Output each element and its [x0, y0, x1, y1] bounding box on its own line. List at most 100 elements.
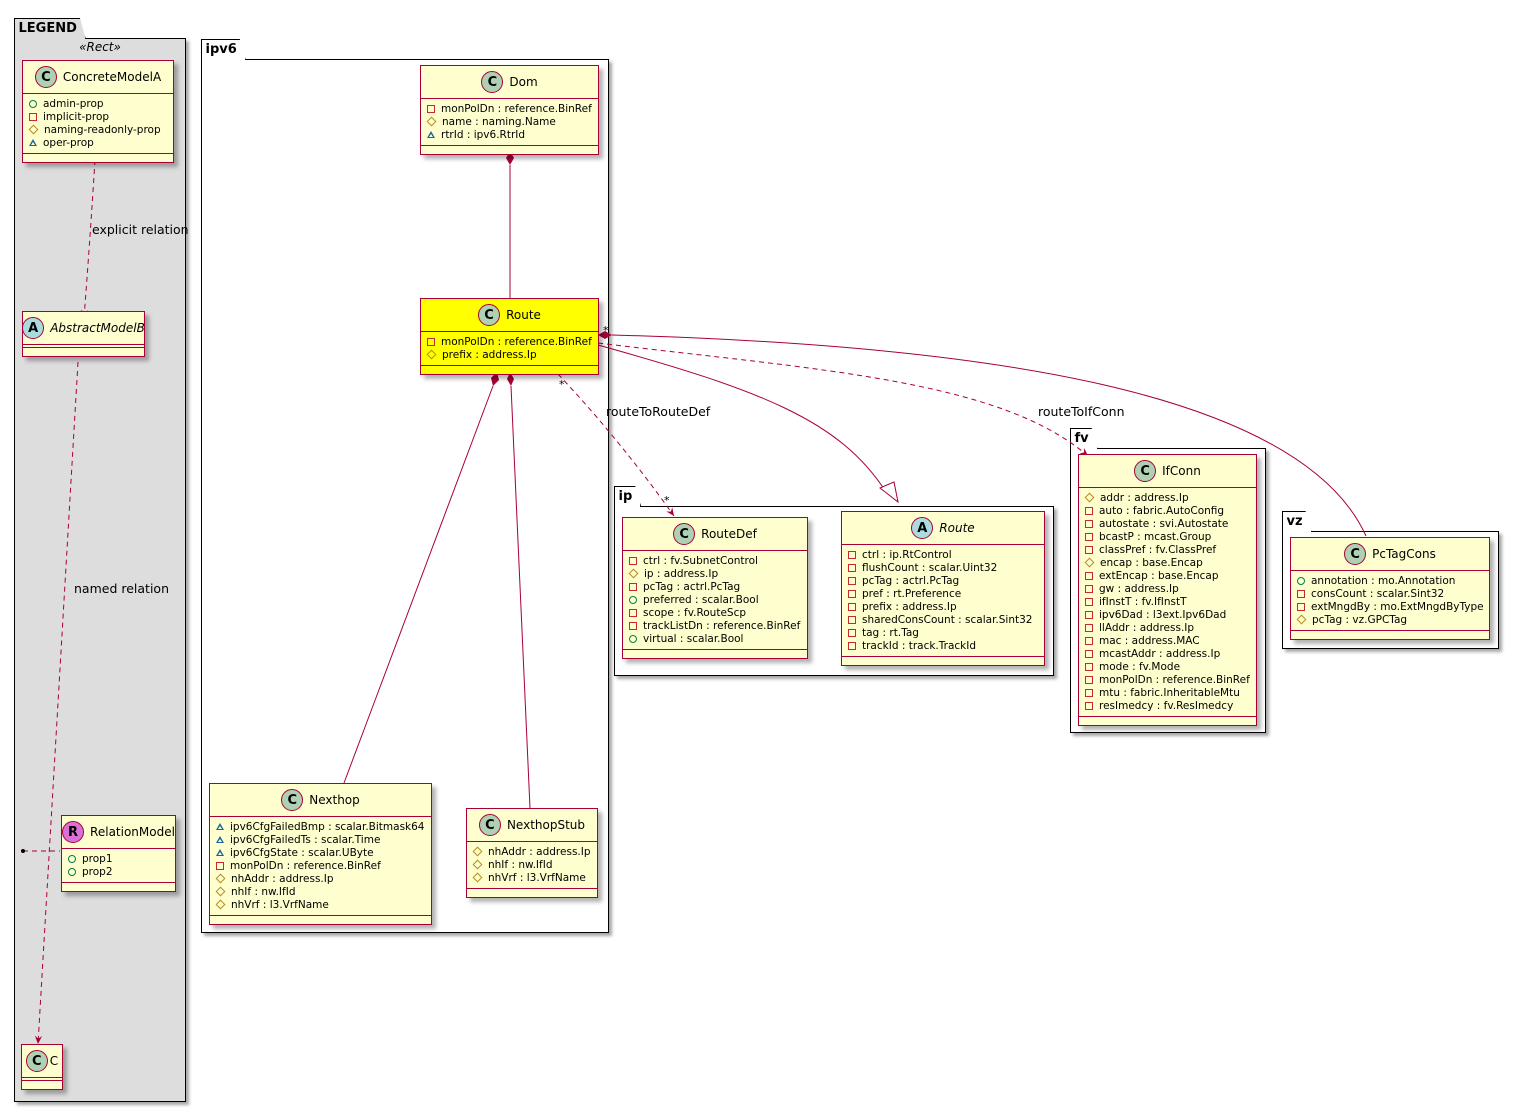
route-nexthop-composition: [343, 385, 494, 784]
package-visibility-icon: [427, 131, 435, 138]
private-visibility-icon: [1085, 571, 1093, 580]
private-visibility-icon: [848, 589, 856, 598]
private-visibility-icon: [427, 337, 435, 346]
attribute: virtual : scalar.Bool: [629, 632, 803, 645]
attribute: monPolDn : reference.BinRef: [427, 335, 594, 348]
attribute: pref : rt.Preference: [848, 587, 1040, 600]
methods-section: [623, 650, 807, 658]
attribute: name : naming.Name: [426, 115, 594, 128]
attribute: monPolDn : reference.BinRef: [427, 102, 594, 115]
attribute: naming-readonly-prop: [28, 123, 169, 136]
public-visibility-icon: [629, 634, 637, 643]
protected-visibility-icon: [1084, 557, 1095, 568]
legend-named-relation-label: named relation: [74, 581, 169, 596]
route-to-routedef-line: [557, 373, 675, 517]
class-name: ConcreteModelA: [62, 70, 162, 84]
class-name: AbstractModelB: [50, 321, 145, 335]
private-visibility-icon: [1085, 584, 1093, 593]
methods-section: [62, 883, 175, 891]
methods-section: [1291, 631, 1489, 639]
private-visibility-icon: [848, 602, 856, 611]
private-visibility-icon: [1297, 589, 1305, 598]
attribute: oper-prop: [29, 136, 169, 149]
attribute: addr : address.Ip: [1084, 491, 1252, 504]
class-icon: C: [478, 304, 501, 326]
attribute: flushCount : scalar.Uint32: [848, 561, 1040, 574]
methods-section: [421, 366, 598, 374]
attribute: auto : fabric.AutoConfig: [1085, 504, 1252, 517]
class-name: NexthopStub: [506, 818, 586, 832]
class-name: Nexthop: [309, 793, 360, 807]
private-visibility-icon: [848, 576, 856, 585]
attribute: ctrl : ip.RtControl: [848, 548, 1040, 561]
route-to-ifconn-line: [597, 342, 1089, 457]
public-visibility-icon: [1297, 576, 1305, 585]
attribute: pcTag : vz.GPCTag: [1296, 613, 1485, 626]
public-visibility-icon: [68, 867, 76, 876]
attribute: bcastP : mcast.Group: [1085, 530, 1252, 543]
legend-stereotype: «Rect»: [79, 40, 121, 54]
attribute: mac : address.MAC: [1085, 634, 1252, 647]
attribute: trackListDn : reference.BinRef: [629, 619, 803, 632]
attribute: pcTag : actrl.PcTag: [848, 574, 1040, 587]
private-visibility-icon: [629, 582, 637, 591]
class-name: C: [49, 1054, 59, 1068]
class-icon: C: [673, 523, 696, 545]
route-nexthopstub-composition: [510, 385, 531, 809]
route-to-ifconn-label: routeToIfConn: [1038, 404, 1125, 419]
public-visibility-icon: [68, 854, 76, 863]
attribute: mode : fv.Mode: [1085, 660, 1252, 673]
private-visibility-icon: [216, 861, 224, 870]
class-icon: R: [62, 821, 85, 843]
public-visibility-icon: [629, 595, 637, 604]
route-nexthop-diamond: [491, 372, 499, 386]
route-routedef-target-multiplicity: *: [664, 494, 670, 507]
attribute: prefix : address.Ip: [426, 348, 594, 361]
attribute: scope : fv.RouteScp: [629, 606, 803, 619]
private-visibility-icon: [1085, 623, 1093, 632]
class-icon: C: [1134, 460, 1157, 482]
private-visibility-icon: [1085, 701, 1093, 710]
attribute: nhIf : nw.IfId: [215, 885, 427, 898]
attribute: tag : rt.Tag: [848, 626, 1040, 639]
attribute: monPolDn : reference.BinRef: [1085, 673, 1252, 686]
package-visibility-icon: [216, 823, 224, 830]
protected-visibility-icon: [1084, 492, 1095, 503]
private-visibility-icon: [848, 641, 856, 650]
attribute: preferred : scalar.Bool: [629, 593, 803, 606]
attribute: mcastAddr : address.Ip: [1085, 647, 1252, 660]
attribute: llAddr : address.Ip: [1085, 621, 1252, 634]
attribute: ipv6Dad : l3ext.Ipv6Dad: [1085, 608, 1252, 621]
class-name: RouteDef: [701, 527, 757, 541]
private-visibility-icon: [848, 628, 856, 637]
class-icon: A: [911, 517, 934, 539]
attribute: classPref : fv.ClassPref: [1085, 543, 1252, 556]
route-nexthopstub-diamond: [507, 372, 514, 386]
class-icon: C: [1344, 543, 1367, 565]
class-name: Dom: [509, 75, 538, 89]
protected-visibility-icon: [472, 846, 483, 857]
private-visibility-icon: [427, 104, 435, 113]
protected-visibility-icon: [426, 349, 437, 360]
public-visibility-icon: [29, 99, 37, 108]
attribute: nhAddr : address.Ip: [472, 845, 593, 858]
private-visibility-icon: [629, 556, 637, 565]
attribute: annotation : mo.Annotation: [1297, 574, 1485, 587]
private-visibility-icon: [1085, 662, 1093, 671]
route-inherits-ip-route-line: [597, 344, 887, 493]
protected-visibility-icon: [472, 859, 483, 870]
protected-visibility-icon: [426, 116, 437, 127]
attribute: ipv6CfgFailedTs : scalar.Time: [216, 833, 427, 846]
